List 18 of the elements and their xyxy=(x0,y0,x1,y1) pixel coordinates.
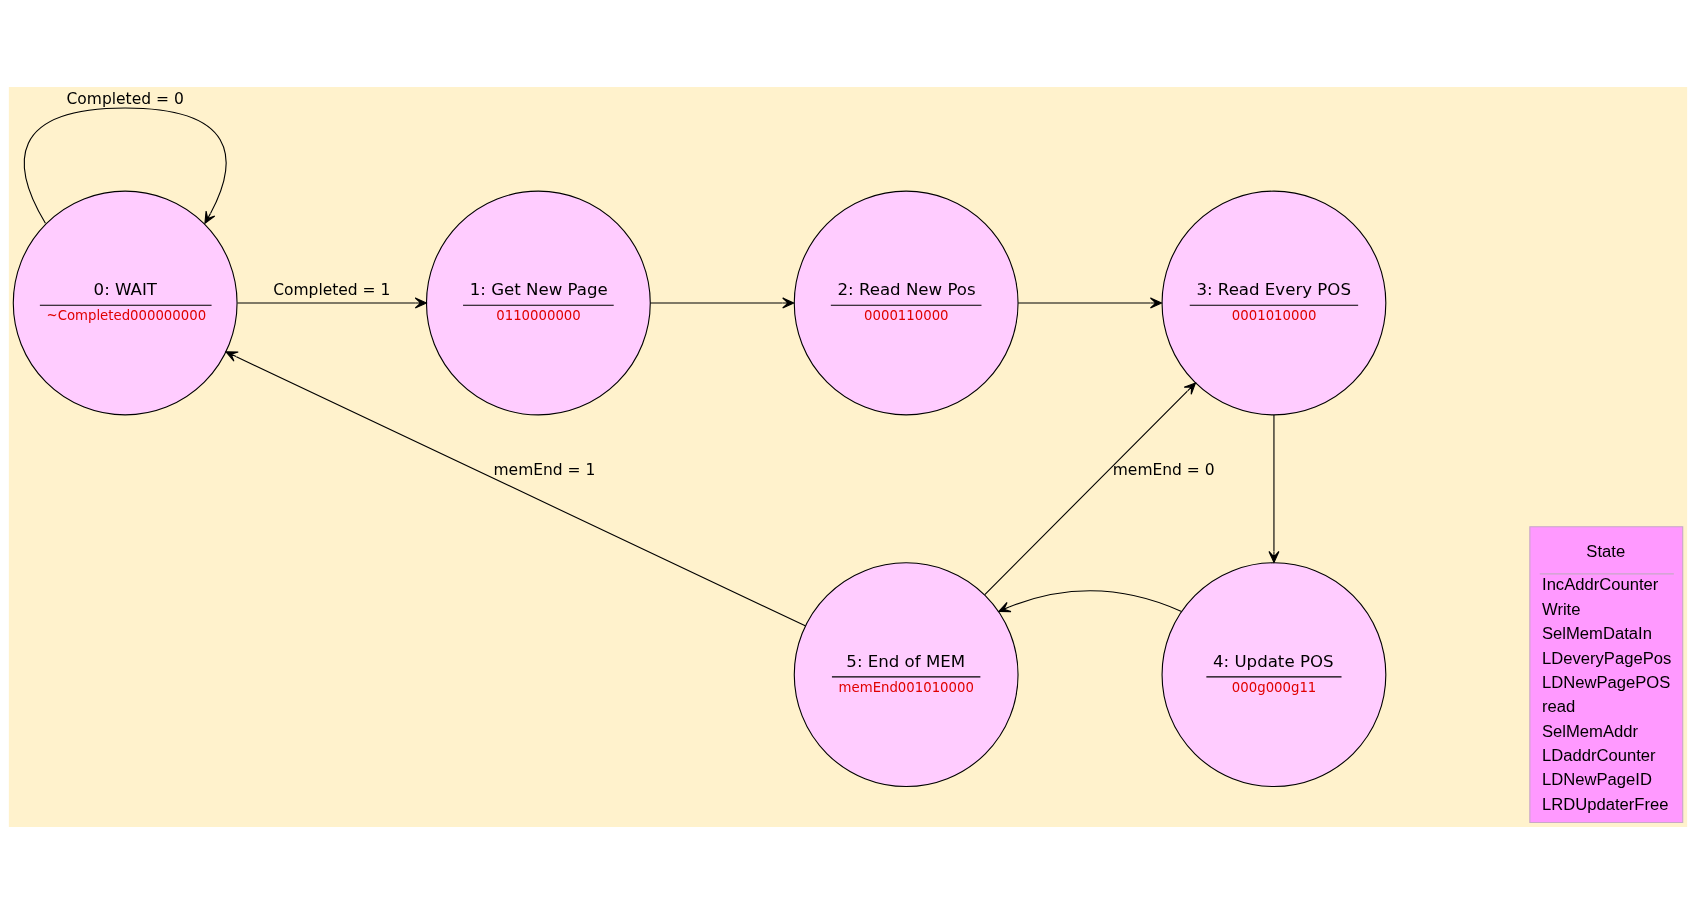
arrow xyxy=(1268,413,1280,563)
node-circle: 3: Read Every POS 0001010000 xyxy=(1161,190,1387,415)
edge-label: memEnd = 0 xyxy=(1112,460,1215,479)
node-circle: 2: Read New Pos 0000110000 xyxy=(793,190,1019,415)
arrow xyxy=(236,296,427,309)
edge-label: memEnd = 1 xyxy=(493,460,596,479)
edge-label: Completed = 1 xyxy=(273,280,391,299)
node-circle: 1: Get New Page 0110000000 xyxy=(425,190,651,415)
arrow xyxy=(23,107,227,224)
edge-label: Completed = 0 xyxy=(66,89,184,108)
node-box: State IncAddrCounter Write SelMemDataIn LDeveryPagePos LDNewPagePOS read SelMemAddr LDaddrCounter LDNewPageID LRDUpdaterFree xyxy=(1529,525,1684,823)
arrow xyxy=(1017,296,1163,309)
node-circle: 4: Update POS 000g000g11 xyxy=(1161,561,1387,787)
arrow xyxy=(998,589,1183,612)
node-circle: 5: End of MEM memEnd001010000 xyxy=(793,561,1019,787)
arrow xyxy=(649,296,795,309)
arrow xyxy=(984,381,1197,595)
arrow xyxy=(225,350,806,626)
